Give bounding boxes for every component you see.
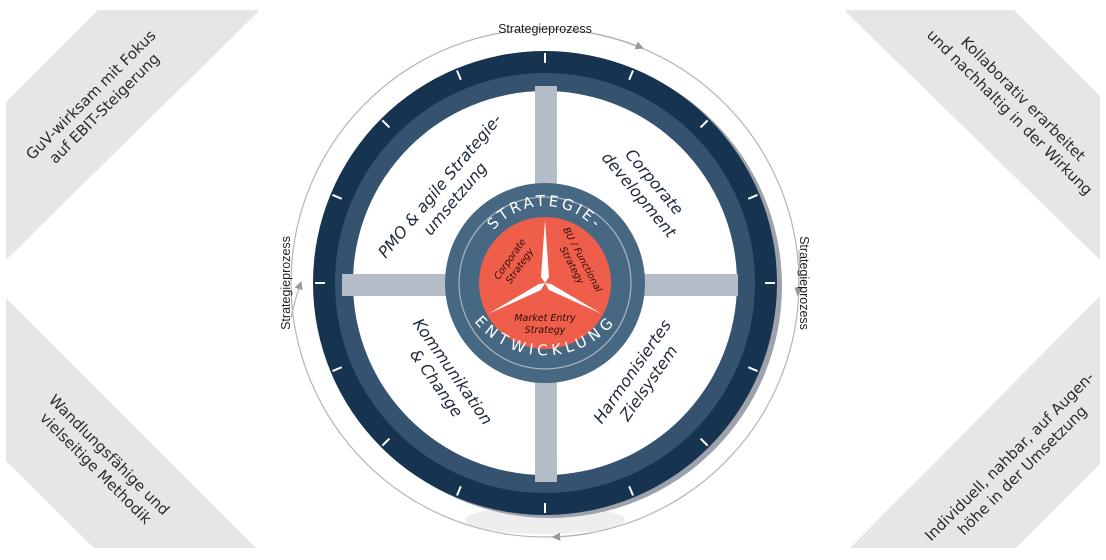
ring-tick <box>381 119 391 129</box>
ring-tick <box>628 70 634 81</box>
corner-shape-icon <box>846 10 1100 260</box>
ring-tick <box>747 194 758 200</box>
corner-panel-top-right: Kollaborativ erarbeitet und nachhaltig i… <box>846 10 1106 270</box>
corner-shape-icon <box>6 296 256 548</box>
ring-tick <box>699 119 709 129</box>
ring-tick <box>456 485 462 496</box>
corner-panel-bottom-right: Individuell, nahbar, auf Augen- höhe in … <box>846 296 1106 556</box>
ring-tick <box>332 194 343 200</box>
process-label-top: Strategieprozess <box>498 22 592 36</box>
ring-ticks <box>315 53 775 513</box>
ring-tick <box>456 70 462 81</box>
process-arrow-left <box>290 281 303 319</box>
ring-tick <box>628 485 634 496</box>
corner-panel-top-left: GuV-wirksam mit Fokus auf EBIT-Steigerun… <box>6 10 266 270</box>
corner-shape-icon <box>6 10 258 260</box>
corner-panel-bottom-left: Wandlungsfähige und vielseitige Methodik <box>6 296 266 556</box>
ring-tick <box>381 437 391 447</box>
star-divider <box>488 220 602 314</box>
process-label-right: Strategieprozess <box>797 236 811 330</box>
process-arrow-bottom <box>551 532 592 542</box>
slice-label-market: Market Entry Strategy <box>514 313 576 336</box>
corner-shape-icon <box>850 296 1100 548</box>
slice-text: Market Entry <box>514 313 576 324</box>
slice-text: Strategy <box>525 325 566 336</box>
ring-tick <box>747 366 758 372</box>
process-arrow-top <box>544 28 644 50</box>
ring-tick <box>332 366 343 372</box>
center-inner-line <box>458 196 632 370</box>
process-label-left: Strategieprozess <box>279 236 293 330</box>
ring-tick <box>699 437 709 447</box>
process-arrow-right <box>794 249 803 297</box>
